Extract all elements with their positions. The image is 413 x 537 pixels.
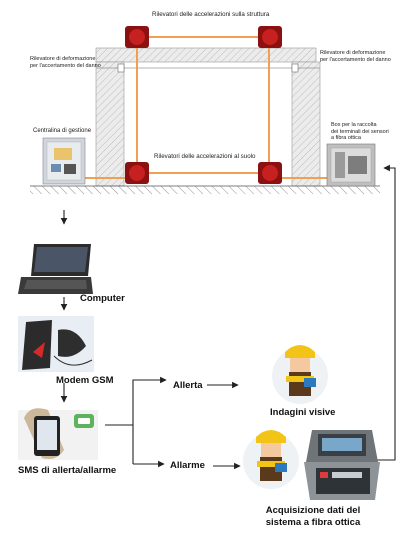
fiber-box-label: Box per la raccolta dei terminali dei se… <box>331 122 411 142</box>
flow-arrows <box>60 164 396 470</box>
label-line: Rilevatore di deformazione <box>30 56 96 62</box>
label-line: Acquisizione dati del <box>265 505 361 516</box>
laptop-icon <box>18 244 93 294</box>
label-line: Box per la raccolta <box>331 122 377 128</box>
worker-icon <box>272 345 328 404</box>
label-line: per l'accertamento del danno <box>320 56 391 63</box>
alarm-label: Allarme <box>170 460 205 471</box>
sensor-icon <box>258 26 282 48</box>
label-line: a fibra ottica <box>331 135 361 141</box>
right-column <box>291 61 321 187</box>
top-sensors-label: Rilevatori delle accelerazioni sulla str… <box>152 11 270 18</box>
worker-icon <box>243 430 299 489</box>
modem-label: Modem GSM <box>56 375 114 386</box>
acquisition-case-icon <box>304 430 380 500</box>
structure-frame <box>95 47 321 187</box>
computer-label: Computer <box>80 293 125 304</box>
right-deformation-sensor <box>291 63 299 73</box>
left-column <box>95 61 125 187</box>
label-line: dei terminali dei sensori <box>331 128 389 135</box>
fiber-wires <box>84 36 330 179</box>
sensor-icon <box>125 162 149 184</box>
visual-inspection-label: Indagini visive <box>270 407 336 418</box>
control-unit-icon <box>42 137 86 185</box>
sms-label: SMS di allerta/allarme <box>18 465 117 476</box>
beam <box>95 47 317 63</box>
bottom-sensors-label: Rilevatori delle accelerazioni al suolo <box>154 153 256 160</box>
left-deformation-sensor <box>117 63 125 73</box>
right-deformation-label: Rilevatore di deformazione per l'accerta… <box>320 50 412 63</box>
sensor-icon <box>258 162 282 184</box>
left-deformation-label: Rilevatore di deformazione per l'accerta… <box>30 56 122 69</box>
label-line: Rilevatore di deformazione <box>320 50 386 56</box>
modem-icon <box>18 316 94 372</box>
alert-label: Allerta <box>173 380 203 391</box>
phone-icon <box>18 408 98 460</box>
sensor-icon <box>125 26 149 48</box>
label-line: sistema a fibra ottica <box>265 517 361 528</box>
fiber-box-icon <box>326 143 376 187</box>
label-line: per l'accertamento del danno <box>30 62 101 69</box>
ground <box>30 185 380 194</box>
control-unit-label: Centralina di gestione <box>33 128 92 134</box>
acquisition-label: Acquisizione dati del sistema a fibra ot… <box>258 505 368 529</box>
